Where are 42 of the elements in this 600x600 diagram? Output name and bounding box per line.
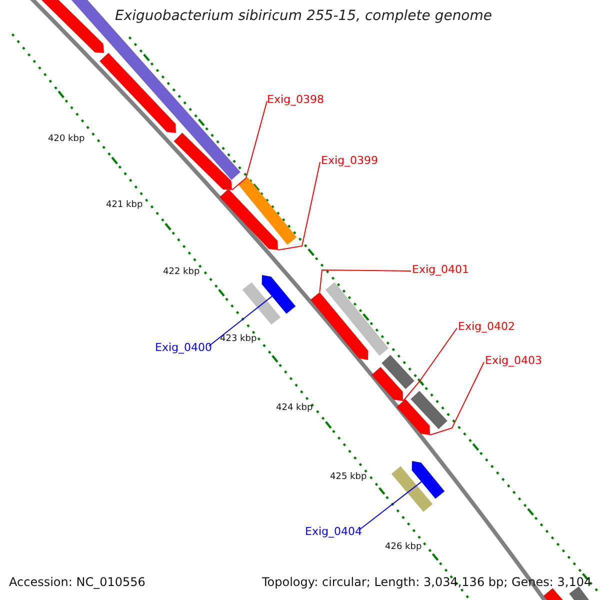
- gene-feature: [70, 0, 240, 180]
- gene-feature: [40, 0, 104, 53]
- leader-line: [278, 162, 320, 250]
- scale-label: 424 kbp: [276, 404, 313, 414]
- accession-text: Accession: NC_010556: [9, 576, 146, 590]
- gene-feature: [220, 188, 278, 250]
- scale-label: 423 kbp: [220, 335, 257, 345]
- gene-label: Exig_0404: [305, 526, 362, 538]
- gene-feature: [262, 275, 296, 314]
- leader-line: [358, 481, 422, 530]
- gene-label: Exig_0398: [267, 94, 324, 106]
- gene-feature: [412, 461, 445, 499]
- scale-label: 426 kbp: [385, 543, 422, 553]
- leader-line: [430, 362, 484, 436]
- title: Exiguobacterium sibiricum 255-15, complete genome: [115, 9, 492, 24]
- gene-label: Exig_0399: [321, 155, 378, 168]
- gene-feature: [391, 466, 433, 512]
- leader-line: [232, 100, 268, 190]
- scale-label: 422 kbp: [163, 268, 200, 278]
- scale-label: 425 kbp: [330, 473, 367, 483]
- gene-label: Exig_0403: [485, 355, 542, 368]
- gene-feature: [410, 390, 448, 430]
- gene-feature: [325, 282, 389, 356]
- gene-feature: [238, 177, 297, 245]
- gene-feature: [382, 354, 414, 390]
- scale-label: 421 kbp: [106, 201, 143, 211]
- gene-feature: [569, 586, 591, 600]
- gene-label: Exig_0401: [412, 264, 469, 276]
- gene-feature: [242, 282, 281, 325]
- gene-feature: [100, 52, 176, 133]
- genome-info-text: Topology: circular; Length: 3,034,136 bp; Genes: 3,104: [262, 576, 592, 590]
- gene-feature: [372, 367, 403, 401]
- leader-line: [319, 270, 412, 293]
- gene-feature: [174, 132, 232, 190]
- gene-feature: [310, 292, 368, 360]
- gene-feature: [543, 588, 565, 600]
- gene-label: Exig_0402: [458, 321, 515, 334]
- gene-label: Exig_0400: [155, 342, 212, 354]
- gene-feature: [396, 399, 430, 435]
- leader-line: [402, 328, 458, 402]
- scale-label: 420 kbp: [48, 135, 85, 145]
- leader-line: [208, 296, 272, 346]
